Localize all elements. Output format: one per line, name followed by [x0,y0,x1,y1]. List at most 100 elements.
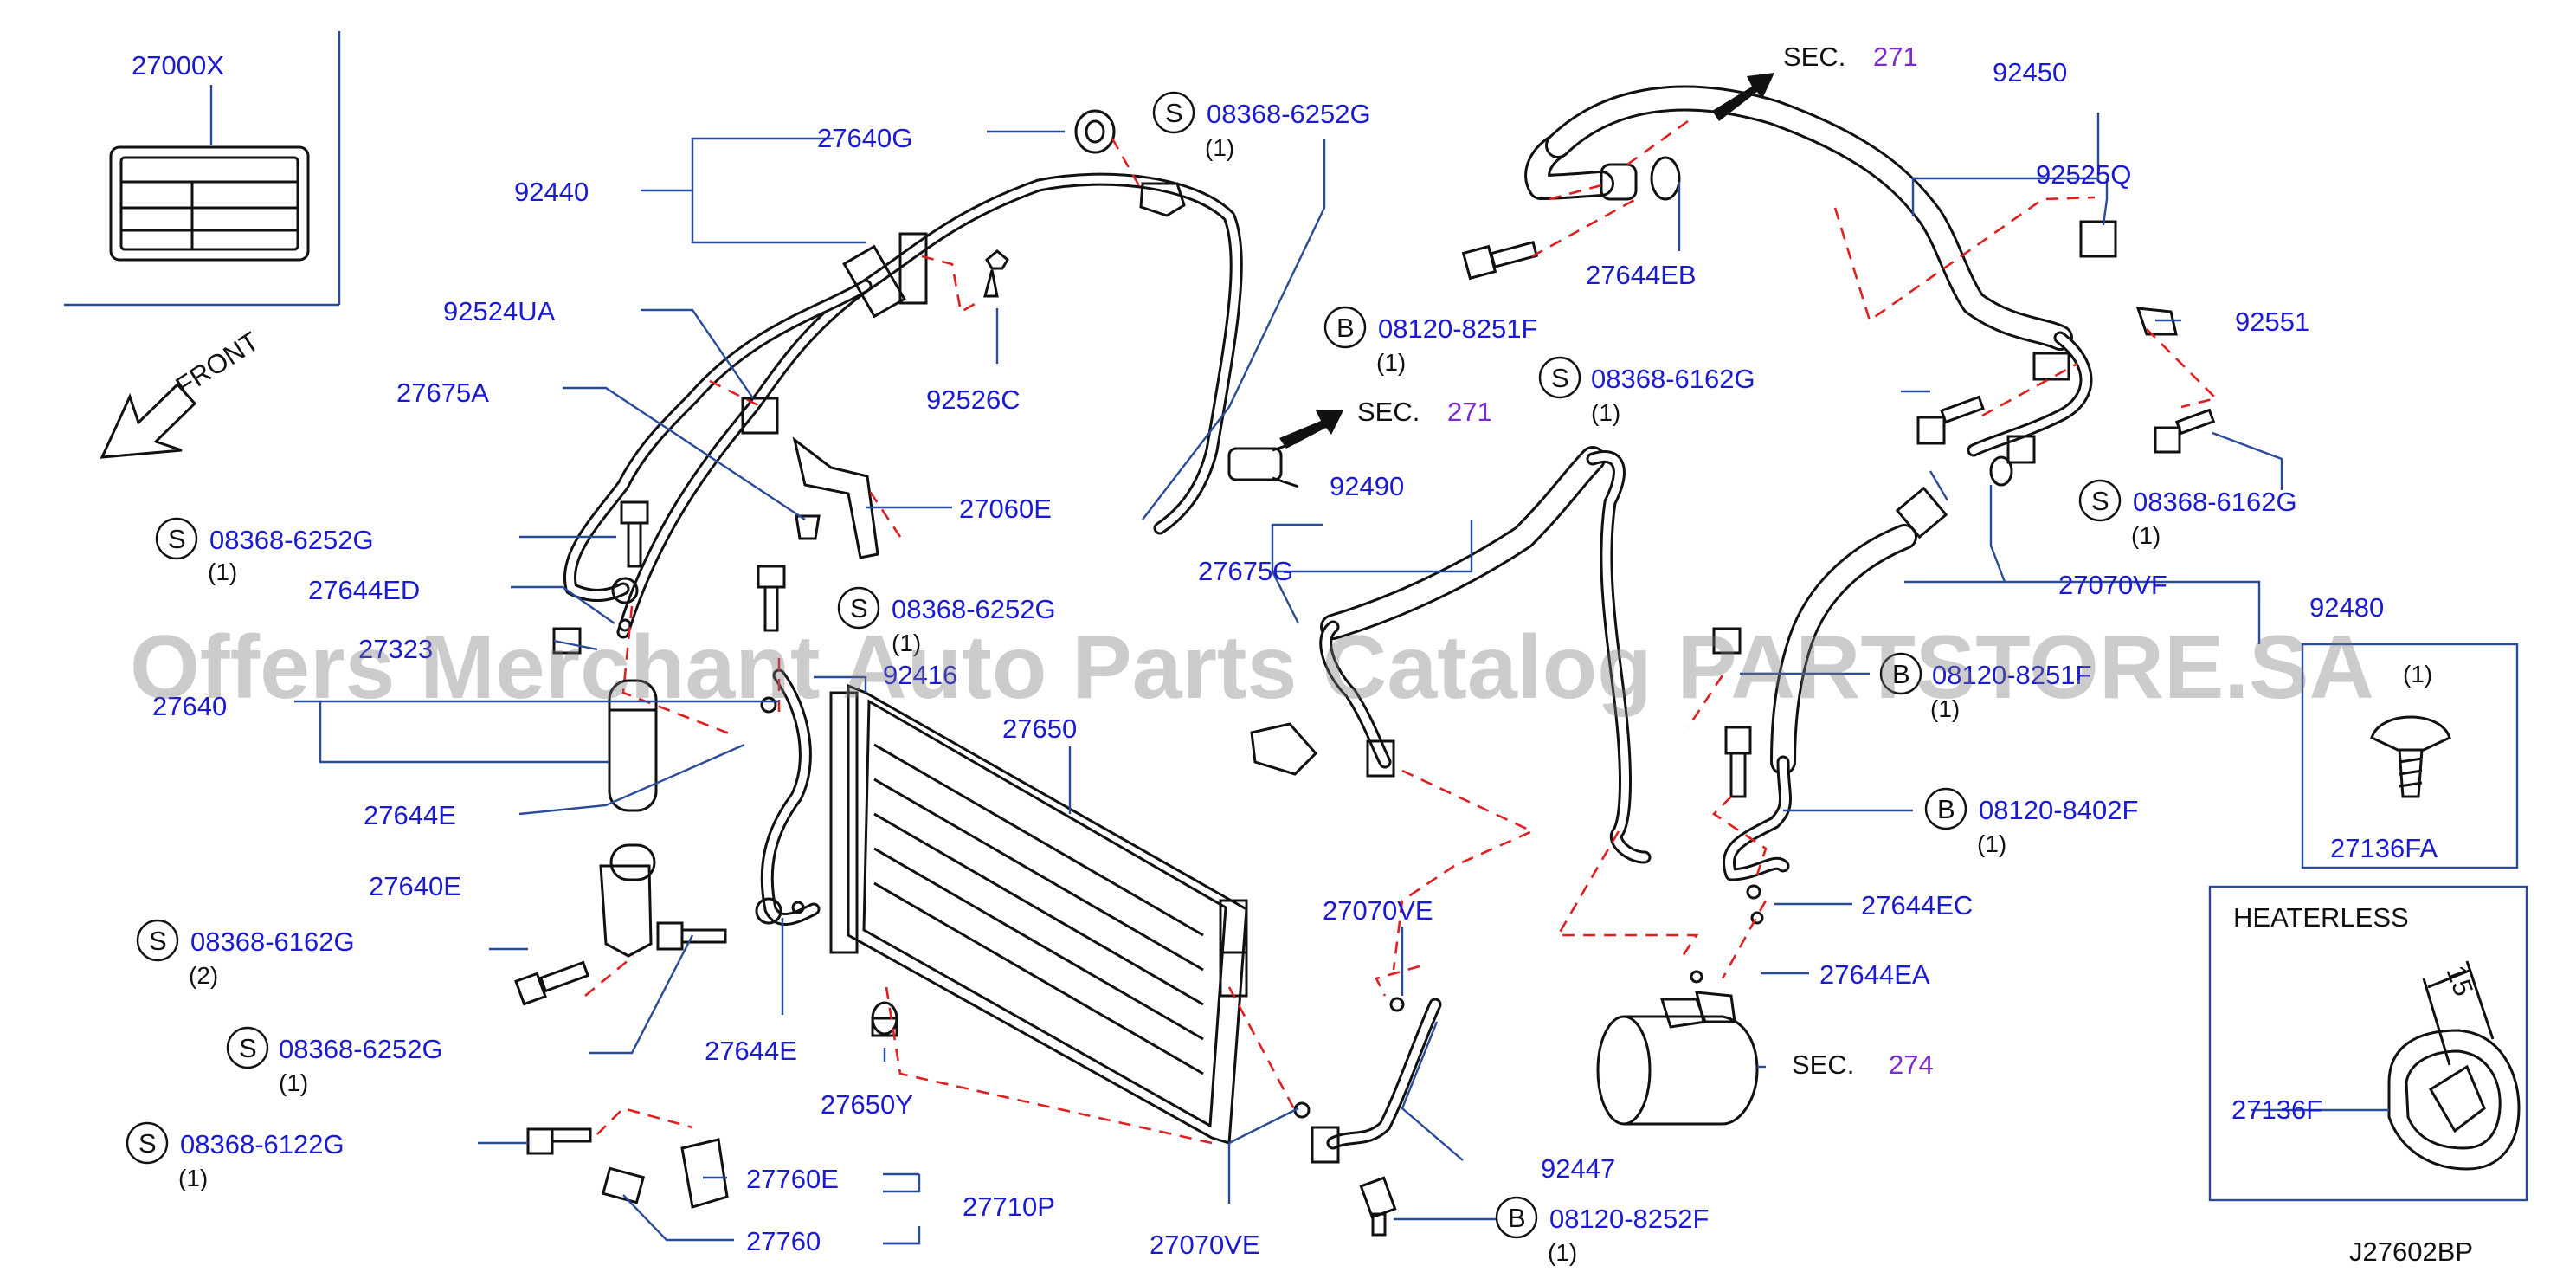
fastener-callout[interactable]: B 08120-8252F (1) [1495,1196,1709,1266]
part-label-92450[interactable]: 92450 [1993,57,2067,87]
bolt-left-2 [757,565,786,632]
part-label-27136F[interactable]: 27136F [2231,1095,2322,1125]
part-label-27644ED[interactable]: 27644ED [308,575,420,605]
part-label-92525Q[interactable]: 92525Q [2036,159,2131,190]
svg-text:B: B [1508,1203,1526,1233]
fastener-callout[interactable]: S 08368-6252G (1) [155,517,374,585]
clip-92524UA [741,397,779,435]
part-label-92440[interactable]: 92440 [514,177,589,207]
part-label-27760[interactable]: 27760 [746,1226,821,1256]
svg-text:08368-6252G: 08368-6252G [209,525,374,555]
svg-text:S: S [168,524,186,554]
part-label-27323[interactable]: 27323 [358,634,433,664]
leader-lines [294,113,2389,1245]
part-label-27675G[interactable]: 27675G [1198,556,1293,586]
bolt-08120-8251F-mid [1712,627,1742,655]
part-label-27640G[interactable]: 27640G [817,123,912,153]
part-label-27675A[interactable]: 27675A [396,378,489,408]
svg-text:08368-6252G: 08368-6252G [892,594,1056,624]
svg-text:(1): (1) [892,630,921,656]
part-qty-27136FA: (1) [2403,661,2432,688]
part-label-92526C[interactable]: 92526C [926,384,1021,415]
clip-92551 [2135,307,2178,336]
svg-text:(1): (1) [1591,399,1620,426]
fastener-callout[interactable]: S 08368-6122G (1) [126,1121,345,1191]
svg-text:08368-6252G: 08368-6252G [279,1034,443,1064]
svg-text:(1): (1) [279,1069,308,1096]
fastener-callout[interactable]: S 08368-6252G (1) [1152,91,1371,161]
svg-text:(1): (1) [1205,134,1234,161]
part-label-27136FA[interactable]: 27136FA [2330,833,2438,863]
sec-271-top-prefix: SEC. [1783,42,1845,72]
part-label-92551[interactable]: 92551 [2235,307,2309,337]
fastener-callout[interactable]: S 08368-6252G (1) [226,1026,443,1096]
svg-text:(1): (1) [1376,349,1406,376]
svg-text:B: B [1336,313,1355,343]
fastener-callout[interactable]: S 08368-6162G (1) [1538,356,1755,426]
part-label-27644EB[interactable]: 27644EB [1586,260,1697,290]
part-label-27070VE-b[interactable]: 27070VE [1150,1230,1260,1260]
fastener-callouts: S 08368-6252G (1) S 08368-6252G (1) S 08… [126,91,2297,1266]
box-27136FA [2301,642,2519,869]
part-label-27644E-b[interactable]: 27644E [705,1036,797,1066]
part-labels: 27640G 92440 92524UA 92526C 27675A 27060… [152,57,2438,1260]
hose-92480 [1723,435,2036,881]
part-label-27644EA[interactable]: 27644EA [1819,959,1930,990]
svg-text:08120-8402F: 08120-8402F [1979,795,2138,825]
part-label-92447[interactable]: 92447 [1541,1153,1615,1184]
part-label-27070VF[interactable]: 27070VF [2058,570,2167,600]
part-label-27760E[interactable]: 27760E [746,1164,839,1194]
part-label-27644EC[interactable]: 27644EC [1861,890,1973,920]
svg-text:(1): (1) [178,1165,208,1191]
part-label-92416[interactable]: 92416 [883,660,957,690]
svg-text:08120-8252F: 08120-8252F [1549,1204,1709,1234]
part-label-92490[interactable]: 92490 [1330,471,1404,501]
part-label-27070VE-a[interactable]: 27070VE [1323,895,1433,926]
bolt-08120-8251F-upper [1461,240,1539,281]
part-label-27000X[interactable]: 27000X [132,50,224,81]
sec-271-mid-num[interactable]: 271 [1447,397,1492,427]
grommet-27675G [1250,722,1318,776]
part-label-27640E[interactable]: 27640E [369,871,461,901]
part-label-27710P[interactable]: 27710P [963,1191,1055,1222]
dimension-label: 15 [2440,961,2479,999]
part-label-27640[interactable]: 27640 [152,691,227,721]
bolt-08368-6252G-lower [656,921,727,951]
fastener-callout[interactable]: B 08120-8251F (1) [1879,652,2091,722]
fastener-callout[interactable]: S 08368-6162G (2) [136,919,355,989]
part-label-27060E[interactable]: 27060E [959,494,1052,524]
bolt-08368-6162G [514,960,590,1006]
svg-text:S: S [239,1033,257,1063]
part-label-27644E-a[interactable]: 27644E [364,800,456,830]
bolt-08368-6122G [526,1127,592,1155]
hose-92450 [1524,85,2093,457]
front-arrow-icon: FRONT [100,326,265,459]
svg-text:08120-8251F: 08120-8251F [1378,313,1537,344]
svg-text:S: S [1165,98,1183,128]
svg-text:(1): (1) [1930,695,1960,722]
svg-text:S: S [1551,363,1569,393]
sec-274-num[interactable]: 274 [1889,1049,1934,1080]
condenser-27650 [829,683,1248,1145]
clip-92525Q [2079,220,2117,258]
sec-271-top-num[interactable]: 271 [1873,42,1918,72]
part-label-27650[interactable]: 27650 [1002,714,1077,744]
bolt-08120-8402F [1724,726,1752,798]
svg-text:08120-8251F: 08120-8251F [1932,660,2091,690]
label-panel: 27000X [64,31,341,307]
grommet-27675A [795,514,821,540]
svg-text:08368-6162G: 08368-6162G [1591,364,1755,394]
bracket-27060E [792,436,879,559]
part-label-27650Y[interactable]: 27650Y [821,1089,913,1120]
front-label: FRONT [171,326,265,402]
part-label-92480[interactable]: 92480 [2309,592,2384,623]
fastener-callout[interactable]: B 08120-8251F (1) [1323,306,1537,376]
svg-text:(1): (1) [208,559,237,585]
part-label-92524UA[interactable]: 92524UA [443,296,556,326]
fastener-callout[interactable]: S 08368-6252G (1) [837,586,1056,656]
fastener-callout[interactable]: B 08120-8402F (1) [1924,787,2138,857]
section-labels: SEC. 271 SEC. 271 SEC. 274 [1357,42,1934,1080]
pipe-92447 [1311,998,1442,1164]
fastener-callout[interactable]: S 08368-6162G (1) [2078,479,2297,549]
